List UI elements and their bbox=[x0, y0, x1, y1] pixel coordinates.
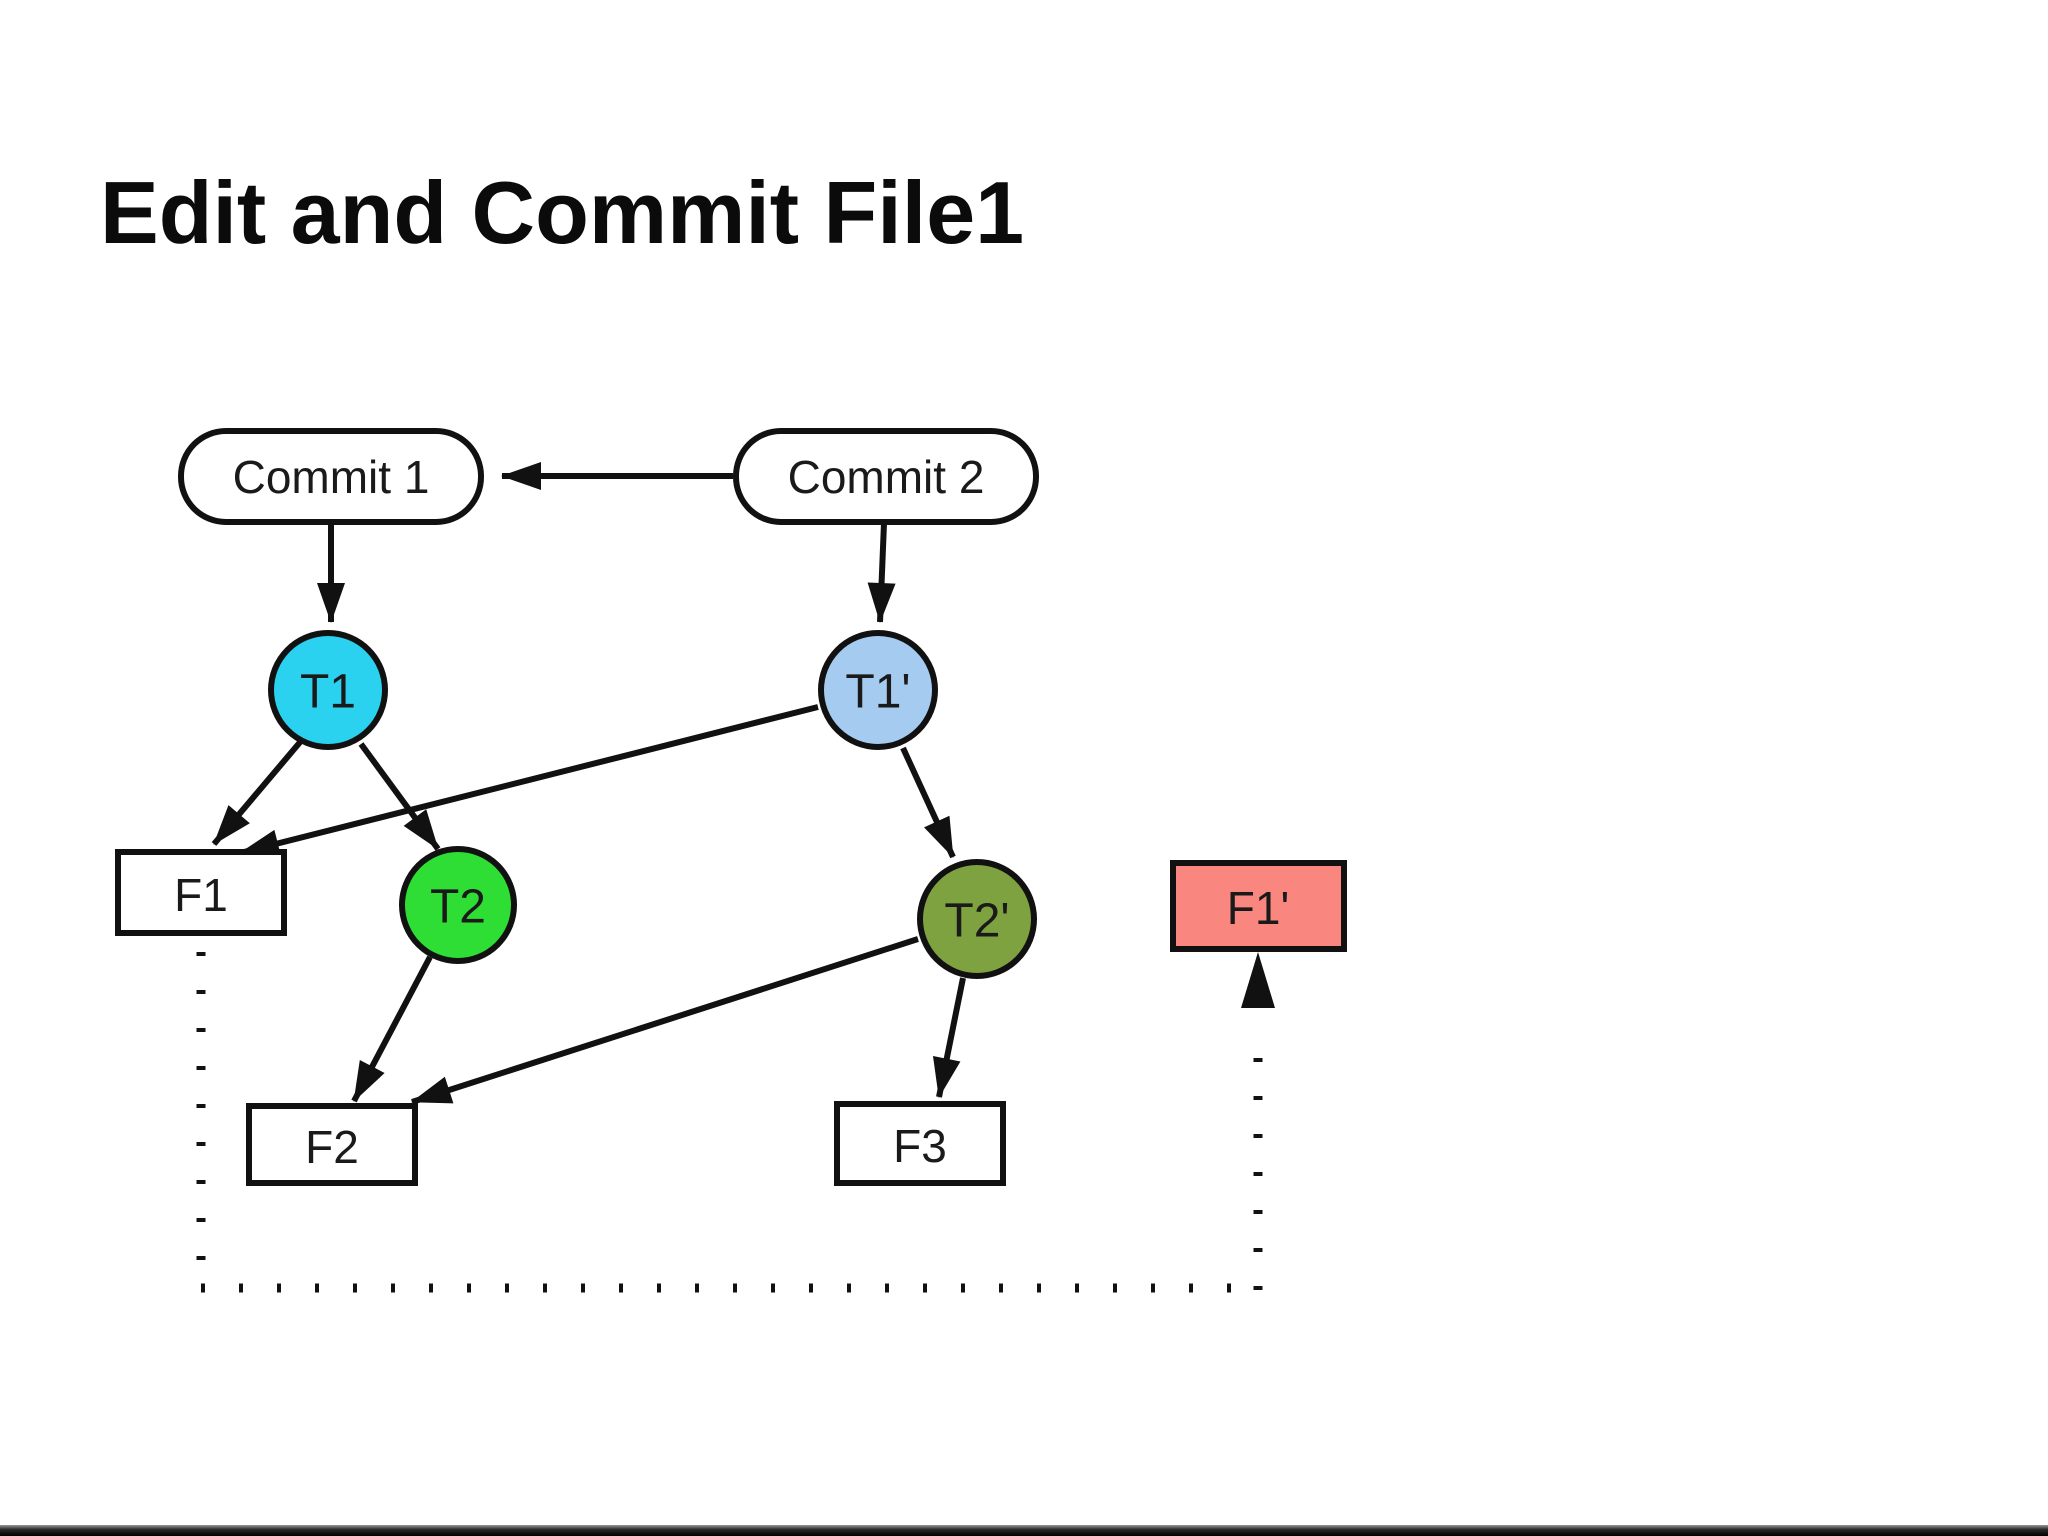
edge-t2-to-f2 bbox=[351, 955, 433, 1103]
node-t2p: T2' bbox=[917, 859, 1037, 979]
commit2-label: Commit 2 bbox=[788, 451, 985, 503]
dotted-arrowhead-f1p bbox=[1241, 952, 1275, 1008]
t2p-label: T2' bbox=[944, 895, 1009, 948]
edge-t2p-to-f2 bbox=[411, 936, 919, 1105]
t2p-shape bbox=[917, 859, 1037, 979]
node-f2: F2 bbox=[246, 1103, 418, 1186]
f3-shape bbox=[834, 1101, 1006, 1186]
f1-label: F1 bbox=[174, 869, 228, 921]
t1-shape bbox=[268, 630, 388, 750]
t1-label: T1 bbox=[300, 666, 356, 719]
t2-label: T2 bbox=[430, 881, 486, 934]
edge-t1p-to-f1 bbox=[239, 704, 819, 858]
f2-shape bbox=[246, 1103, 418, 1186]
edge-t1p-to-t2p bbox=[900, 746, 956, 859]
node-commit1: Commit 1 bbox=[178, 428, 484, 525]
node-t1: T1 bbox=[268, 630, 388, 750]
commit2-shape bbox=[733, 428, 1039, 525]
slide-title: Edit and Commit File1 bbox=[100, 163, 1024, 262]
node-f1: F1 bbox=[115, 849, 287, 936]
t1p-shape bbox=[818, 630, 938, 750]
t2-shape bbox=[399, 846, 517, 964]
t1p-label: T1' bbox=[845, 666, 910, 719]
bottom-edge-bar bbox=[0, 1525, 2048, 1536]
node-f1p: F1' bbox=[1170, 860, 1347, 952]
commit1-label: Commit 1 bbox=[233, 451, 430, 503]
node-commit2: Commit 2 bbox=[733, 428, 1039, 525]
edge-commit2-to-t1p bbox=[867, 522, 896, 623]
node-f3: F3 bbox=[834, 1101, 1006, 1186]
f3-label: F3 bbox=[893, 1120, 947, 1172]
commit1-shape bbox=[178, 428, 484, 525]
edge-t1-to-t2 bbox=[358, 742, 441, 851]
f1-shape bbox=[115, 849, 287, 936]
node-t2: T2 bbox=[399, 846, 517, 964]
edge-t1-to-f1 bbox=[211, 739, 304, 846]
edge-t2p-to-f3 bbox=[932, 977, 966, 1098]
f1p-shape bbox=[1170, 860, 1347, 952]
f1p-label: F1' bbox=[1227, 882, 1289, 934]
f2-label: F2 bbox=[305, 1121, 359, 1173]
node-t1p: T1' bbox=[818, 630, 938, 750]
